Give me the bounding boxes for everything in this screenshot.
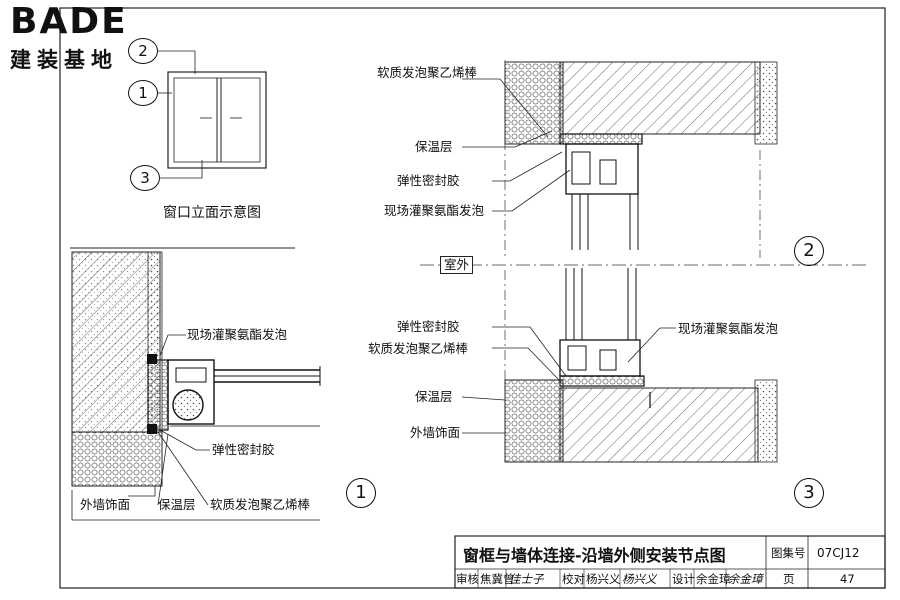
- page-label: 页: [783, 572, 795, 586]
- review-name: 焦冀曾: [480, 572, 515, 586]
- check-name: 杨兴义: [586, 572, 621, 586]
- title-block: 窗框与墙体连接-沿墙外侧安装节点图 图集号 07CJ12 审核 焦冀曾 佳士子 …: [455, 536, 885, 588]
- elevation-marker-2: 2: [128, 38, 158, 64]
- detail-number-3: 3: [794, 478, 824, 508]
- d1-sealant-label: 弹性密封胶: [212, 442, 275, 457]
- d3-rod-label: 软质发泡聚乙烯棒: [368, 341, 469, 356]
- d3-sealant-label: 弹性密封胶: [397, 319, 460, 334]
- drawing-title: 窗框与墙体连接-沿墙外侧安装节点图: [463, 546, 726, 565]
- brand-logo: BADE 建装基地: [10, 4, 170, 76]
- window-elevation-sketch: [158, 50, 267, 179]
- d1-rod-label: 软质发泡聚乙烯棒: [210, 497, 311, 512]
- d1-foam-label: 现场灌聚氨酯发泡: [187, 327, 288, 342]
- elevation-caption: 窗口立面示意图: [163, 205, 261, 221]
- review-label: 审核: [456, 572, 479, 586]
- exterior-label: 室外: [440, 256, 474, 274]
- atlas-number: 07CJ12: [817, 546, 860, 560]
- detail-number-2: 2: [794, 236, 824, 266]
- d2-insulation-label: 保温层: [415, 139, 453, 154]
- check-label: 校对: [562, 572, 585, 586]
- elevation-marker-1: 1: [128, 80, 158, 106]
- detail-2-section: [462, 60, 778, 258]
- design-name: 余金璋: [696, 572, 731, 586]
- check-signature: 杨兴义: [622, 572, 657, 586]
- page-number: 47: [840, 572, 855, 586]
- d2-sealant-label: 弹性密封胶: [397, 173, 460, 188]
- atlas-label: 图集号: [771, 546, 806, 560]
- design-label: 设计: [672, 572, 695, 586]
- detail-number-1: 1: [346, 478, 376, 508]
- d3-foam-label: 现场灌聚氨酯发泡: [678, 321, 779, 336]
- logo-sub: 建装基地: [10, 48, 118, 72]
- elevation-marker-3: 3: [130, 165, 160, 191]
- logo-main: BADE: [10, 1, 128, 42]
- d2-foam-label: 现场灌聚氨酯发泡: [384, 203, 485, 218]
- d3-insulation-label: 保温层: [415, 389, 453, 404]
- review-signature: 佳士子: [509, 572, 544, 586]
- d1-finish-label: 外墙饰面: [80, 497, 131, 512]
- d1-insulation-label: 保温层: [158, 497, 196, 512]
- d3-finish-label: 外墙饰面: [410, 425, 461, 440]
- d2-rod-label: 软质发泡聚乙烯棒: [377, 65, 478, 80]
- detail-3-section: [461, 268, 778, 463]
- design-signature: 余金璋: [728, 572, 763, 586]
- detail-1-section: [70, 247, 321, 521]
- title-block-frame: [454, 535, 886, 589]
